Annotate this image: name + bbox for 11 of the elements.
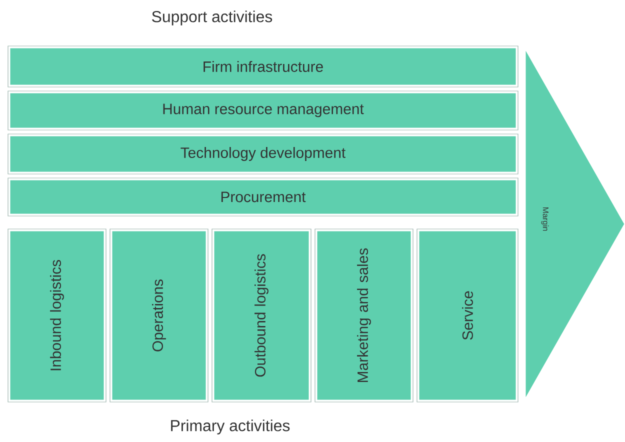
activity-column: Operations — [110, 228, 208, 402]
activity-bar: Firm infrastructure — [8, 46, 518, 88]
activity-column: Marketing and sales — [314, 228, 414, 402]
activity-bar: Procurement — [8, 178, 518, 216]
activity-bar: Human resource management — [8, 90, 518, 130]
activity-bar: Technology development — [8, 134, 518, 174]
section-heading: Primary activities — [171, 420, 290, 434]
activity-column: Service — [416, 228, 518, 402]
activity-column: Outbound logistics — [212, 228, 312, 402]
section-heading: Support activities — [152, 10, 272, 26]
activity-column: Inbound logistics — [8, 228, 106, 402]
